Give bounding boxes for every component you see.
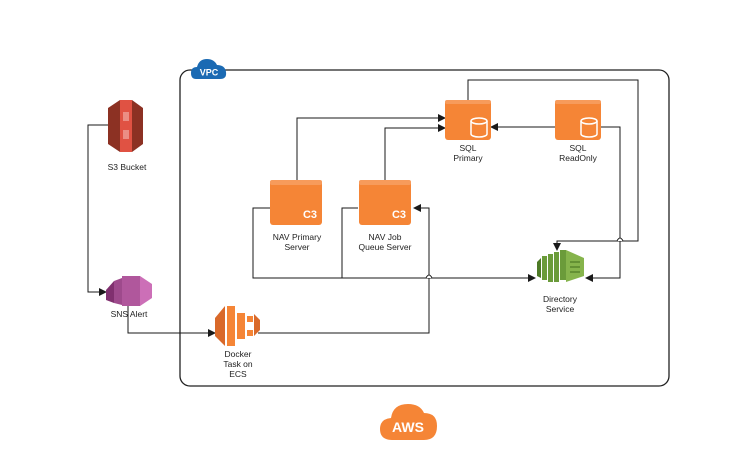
- connector-s3-sns: [87, 124, 108, 296]
- aws-label: AWS: [392, 419, 424, 435]
- line-hop-2: [616, 237, 624, 242]
- connector-navjob-directory: [341, 207, 358, 278]
- directory-service-label-2: Service: [546, 304, 575, 314]
- ecs-docker-icon: [215, 306, 260, 346]
- directory-service-label-1: Directory: [543, 294, 578, 304]
- sns-alert-icon: [106, 276, 152, 306]
- vpc-boundary: [179, 69, 670, 387]
- nav-primary-server-icon: C3: [270, 180, 322, 225]
- nav-primary-label-2: Server: [284, 242, 309, 252]
- sql-primary-label-1: SQL: [459, 143, 476, 153]
- nav-primary-label-1: NAV Primary: [273, 232, 322, 242]
- connector-sqlreadonly-directory: [585, 126, 621, 282]
- docker-label-3: ECS: [229, 369, 247, 379]
- nav-job-label-1: NAV Job: [369, 232, 402, 242]
- connector-navjob-sqlprimary: [384, 124, 446, 180]
- connector-navprimary-directory: [252, 207, 536, 282]
- sql-readonly-label-2: ReadOnly: [559, 153, 598, 163]
- vpc-label: VPC: [200, 68, 219, 78]
- connector-docker-navjob: [258, 204, 430, 334]
- directory-service-icon: [537, 250, 584, 282]
- s3-bucket-label: S3 Bucket: [108, 162, 147, 172]
- aws-cloud-icon: AWS: [380, 404, 437, 440]
- connector-sns-docker: [127, 303, 216, 337]
- connector-sqlprimary-directory: [467, 79, 639, 251]
- docker-label-2: Task on: [223, 359, 253, 369]
- nav-job-badge: C3: [392, 209, 406, 221]
- nav-job-label-2: Queue Server: [359, 242, 412, 252]
- nav-job-queue-server-icon: C3: [359, 180, 411, 225]
- vpc-cloud-icon: VPC: [191, 59, 227, 79]
- line-hop: [425, 274, 433, 279]
- sns-alert-label: SNS Alert: [111, 309, 148, 319]
- docker-label-1: Docker: [225, 349, 252, 359]
- nav-primary-badge: C3: [303, 209, 317, 221]
- sql-readonly-label-1: SQL: [569, 143, 586, 153]
- s3-bucket-icon: [108, 100, 143, 152]
- sql-primary-label-2: Primary: [453, 153, 483, 163]
- sql-primary-icon: [445, 100, 491, 140]
- connector-navprimary-sqlprimary: [296, 114, 446, 180]
- sql-readonly-icon: [555, 100, 601, 140]
